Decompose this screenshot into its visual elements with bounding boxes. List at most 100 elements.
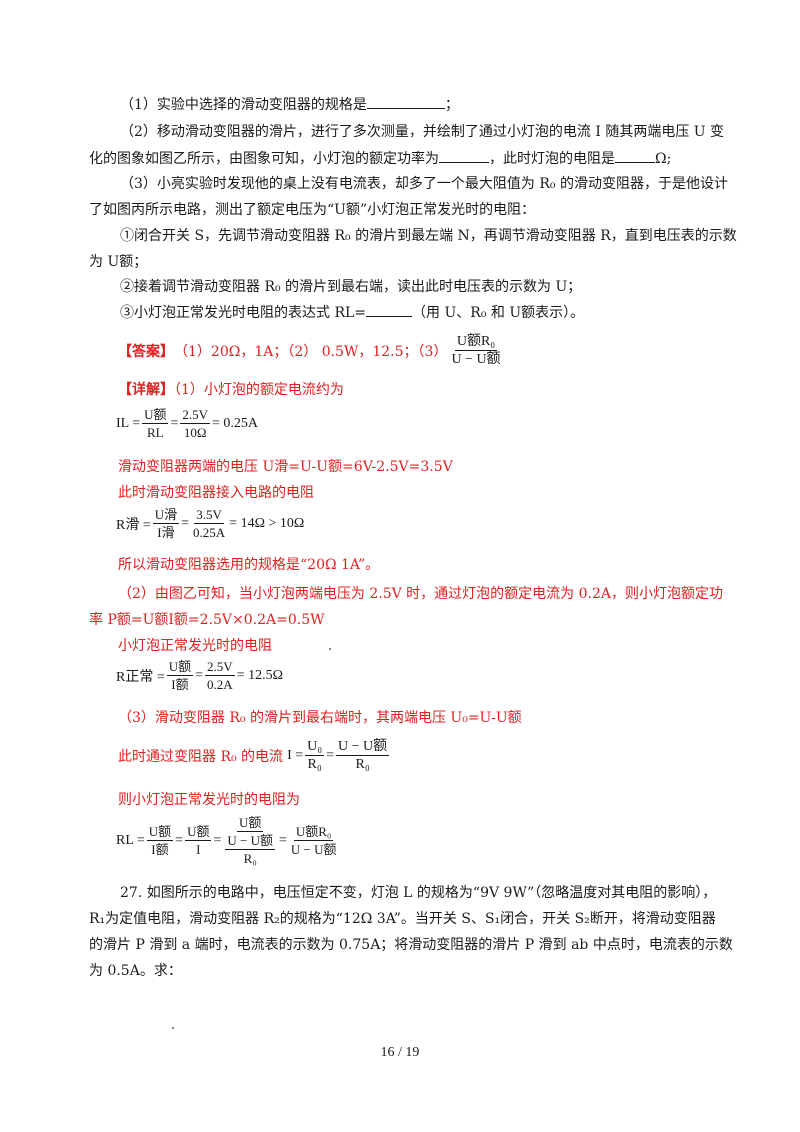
eq-lhs: R滑 =: [116, 517, 151, 533]
q-part2-mid: ，此时灯泡的电阻是: [489, 151, 615, 167]
eq-sign: =: [170, 415, 179, 431]
fraction-denominator: I额: [171, 677, 189, 692]
q-step3-text: ③小灯泡正常发光时电阻的表达式 RL=: [120, 305, 367, 321]
eq-sign: =: [181, 515, 190, 531]
fraction-numerator: 2.5V: [205, 659, 235, 676]
detail-label: 【详解】: [118, 382, 174, 398]
fraction-numerator: U额R₀: [293, 824, 334, 841]
eq-sign: =: [326, 747, 335, 763]
fraction-denominator: RL: [146, 425, 164, 440]
q-part2-line2: 化的图象如图乙所示，由图象可知，小灯泡的额定功率为 ，此时灯泡的电阻是 Ω;: [89, 148, 671, 169]
q-part1-end: ；: [444, 97, 459, 113]
answer-label: 【答案】: [118, 343, 174, 360]
eq-lhs: R正常 =: [116, 669, 165, 685]
detail-line3: 此时滑动变阻器接入电路的电阻: [118, 485, 314, 501]
answer-line: 【答案】 （1）20Ω，1A；（2） 0.5W，12.5；（3） U额R₀ U …: [118, 333, 505, 368]
q-part1: （1）实验中选择的滑动变阻器的规格是 ；: [120, 94, 459, 115]
q-part2-text: 化的图象如图乙所示，由图象可知，小灯泡的额定功率为: [89, 151, 439, 167]
q-step2: ②接着调节滑动变阻器 R₀ 的滑片到最右端，读出此时电压表的示数为 U；: [120, 279, 582, 295]
fraction-numerator: U额: [236, 815, 264, 832]
fraction-denominator: I: [196, 842, 201, 857]
q-part3-line1: （3）小亮实验时发现他的桌上没有电流表，却多了一个最大阻值为 R₀ 的滑动变阻器…: [120, 176, 728, 192]
detail-line4: 所以滑动变阻器选用的规格是“20Ω 1A”。: [118, 557, 380, 573]
stray-dot: [172, 1027, 174, 1029]
fraction-denominator: I额: [151, 842, 169, 857]
answer-blank: [439, 148, 489, 163]
page-number: 16 / 19: [380, 1045, 420, 1060]
q27-line1: 27. 如图所示的电路中，电压恒定不变，灯泡 L 的规格为“9V 9W”（忽略温…: [120, 885, 717, 901]
fraction-numerator: U额: [146, 824, 174, 841]
q-part2-end: Ω;: [655, 151, 672, 167]
q27-line4: 为 0.5A。求：: [89, 963, 182, 979]
q-part1-text: （1）实验中选择的滑动变阻器的规格是: [120, 97, 367, 113]
eq-lhs: RL =: [116, 832, 145, 848]
eq-lhs: I =: [287, 747, 304, 763]
q-step1-line1: ①闭合开关 S，先调节滑动变阻器 R₀ 的滑片到最左端 N，再调节滑动变阻器 R…: [120, 228, 737, 244]
fraction-denominator: I滑: [157, 525, 175, 540]
eq-rhs: = 0.25A: [212, 415, 259, 431]
detail-line7: （3）滑动变阻器 R₀ 的滑片到最右端时，其两端电压 U₀=U-U额: [118, 710, 522, 726]
fraction-numerator: U额: [142, 407, 169, 424]
eq-sign: =: [213, 832, 222, 848]
answer-blank: [366, 94, 445, 109]
eq-sign: =: [195, 667, 204, 683]
fraction-denominator: R₀: [243, 851, 257, 866]
fraction-denominator: R₀: [355, 757, 370, 772]
answer-fraction: U额R₀ U − U额: [449, 333, 502, 368]
detail-line1: 【详解】（1）小灯泡的额定电流约为: [118, 380, 344, 400]
fraction-denominator: U − U额: [451, 352, 501, 367]
fraction-numerator: 2.5V: [180, 407, 211, 424]
detail-line5a: （2）由图乙可知，当小灯泡两端电压为 2.5V 时，通过灯泡的额定电流为 0.2…: [118, 586, 724, 602]
detail-line9: 则小灯泡正常发光时的电阻为: [118, 792, 300, 808]
fraction-numerator: U额: [166, 659, 194, 676]
fraction-numerator: U − U额: [336, 739, 390, 756]
eq-lhs: IL =: [116, 415, 141, 431]
fraction-denominator: U − U额: [290, 842, 337, 857]
fraction-numerator: U − U额: [225, 833, 275, 850]
fraction-numerator: U₀: [305, 739, 325, 756]
fraction-numerator: U额R₀: [454, 334, 498, 351]
q-part3-line2: 了如图丙所示电路，测出了额定电压为“U额”小灯泡正常发光时的电阻：: [89, 202, 536, 218]
answer-blank: [615, 148, 655, 163]
answer-blank: [366, 302, 413, 317]
q-part2-line1: （2）移动滑动变阻器的滑片，进行了多次测量，并绘制了通过小灯泡的电流 I 随其两…: [120, 124, 725, 140]
q27-line3: 的滑片 P 滑到 a 端时，电流表的示数为 0.75A；将滑动变阻器的滑片 P …: [89, 937, 733, 953]
fraction-denominator: 0.2A: [207, 677, 233, 692]
q-step3: ③小灯泡正常发光时电阻的表达式 RL= （用 U、R₀ 和 U额表示）。: [120, 302, 584, 323]
q27-line2: R₁为定值电阻，滑动变阻器 R₂的规格为“12Ω 3A”。当开关 S、S₁闭合，…: [89, 911, 716, 927]
eq-rhs: = 14Ω > 10Ω: [229, 515, 305, 531]
q-step1-line2: 为 U额；: [89, 254, 148, 270]
fraction-denominator: 0.25A: [193, 525, 226, 540]
eq-sign: =: [175, 832, 184, 848]
detail-text: （1）小灯泡的额定电流约为: [174, 382, 344, 398]
fraction-numerator: U额: [185, 824, 212, 841]
detail-line6: 小灯泡正常发光时的电阻: [118, 638, 272, 654]
fraction-numerator: 3.5V: [194, 507, 224, 524]
eq-sign: =: [278, 832, 287, 848]
fraction-denominator: R₀: [307, 757, 322, 772]
detail-line5b: 率 P额=U额I额=2.5V×0.2A=0.5W: [89, 612, 325, 628]
q-step3-end: （用 U、R₀ 和 U额表示）。: [412, 305, 585, 321]
eq-rhs: = 12.5Ω: [236, 667, 283, 683]
detail-line2: 滑动变阻器两端的电压 U滑=U-U额=6V-2.5V=3.5V: [118, 459, 453, 475]
fraction-numerator: U滑: [152, 507, 180, 524]
fraction-denominator: 10Ω: [183, 425, 207, 440]
detail-text: 此时通过变阻器 R₀ 的电流: [118, 748, 284, 765]
